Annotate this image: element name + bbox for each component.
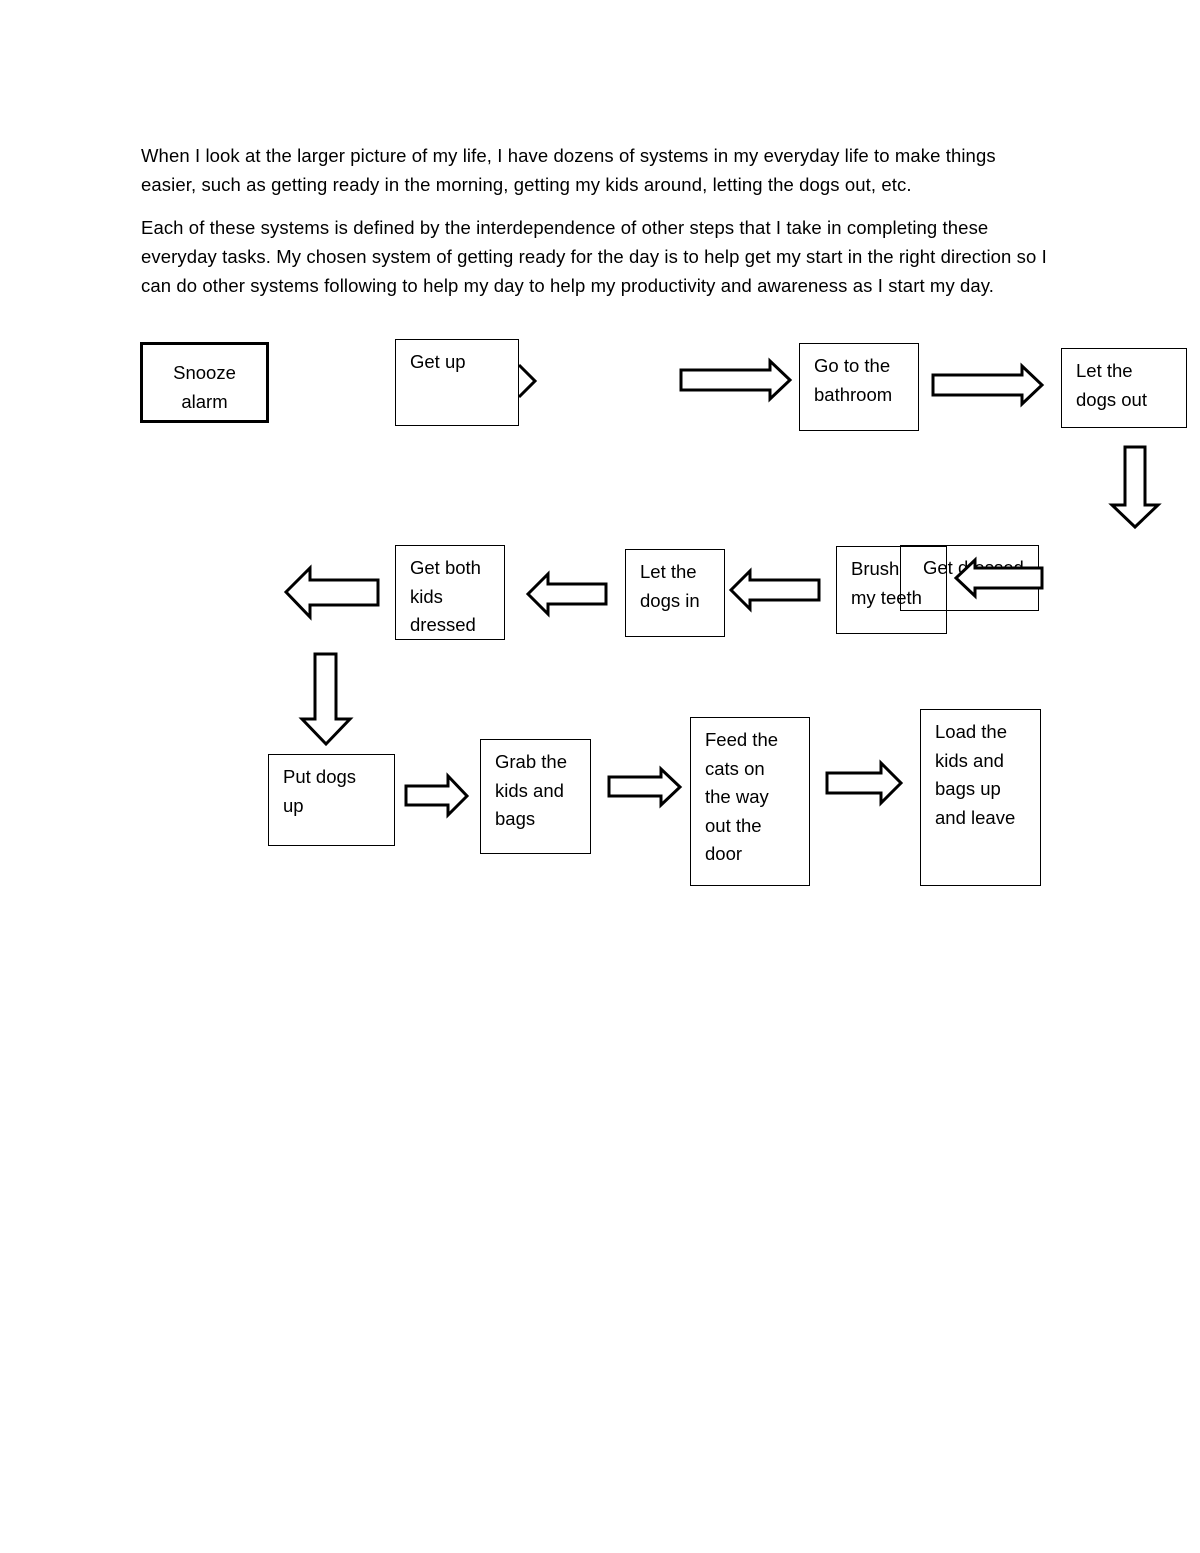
arrow-right-partial: [517, 363, 538, 399]
step-load-kids-leave: Load the kids and bags up and leave: [920, 709, 1041, 886]
step-let-dogs-out: Let the dogs out: [1061, 348, 1187, 428]
step-grab-kids-bags: Grab the kids and bags: [480, 739, 591, 854]
arrow-down-to-get-dressed: [1108, 445, 1162, 530]
arrow-left-to-dogs-in: [728, 567, 821, 613]
step-put-dogs-up: Put dogs up: [268, 754, 395, 846]
arrow-left-get-dressed-to-brush: [953, 556, 1044, 600]
step-let-dogs-in: Let the dogs in: [625, 549, 725, 637]
arrow-right-to-load-kids: [825, 759, 904, 807]
intro-paragraph: When I look at the larger picture of my …: [141, 145, 996, 195]
system-paragraph: Each of these systems is defined by the …: [141, 217, 1047, 296]
step-go-to-bathroom: Go to the bathroom: [799, 343, 919, 431]
step-get-kids-dressed: Get both kids dressed: [395, 545, 505, 640]
step-brush-teeth: Brush my teeth: [836, 546, 947, 634]
arrow-right-to-bathroom: [679, 357, 793, 403]
arrow-left-to-kids-dressed: [525, 570, 608, 618]
arrow-right-to-feed-cats: [607, 765, 683, 809]
arrow-left-from-kids-dressed: [283, 564, 380, 621]
arrow-right-to-dogs-out: [931, 362, 1045, 408]
arrow-down-to-put-dogs-up: [298, 652, 354, 747]
step-snooze-alarm: Snooze alarm: [140, 342, 269, 423]
step-get-up: Get up: [395, 339, 519, 426]
arrow-right-to-grab-kids: [404, 772, 470, 819]
step-feed-cats: Feed the cats on the way out the door: [690, 717, 810, 886]
